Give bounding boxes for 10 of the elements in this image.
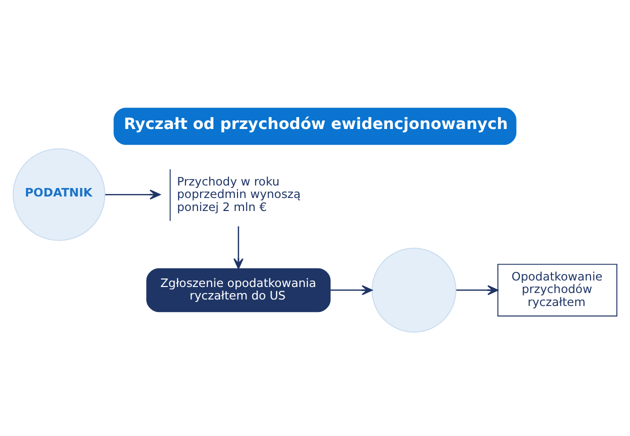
node-text: Przychody w roku poprzedmin wynoszą ponizej 2 mln € <box>177 174 301 214</box>
diagram-title: Ryczałt od przychodów ewidencjonowanych <box>124 115 508 134</box>
arrow <box>330 285 373 296</box>
arrow <box>456 285 498 296</box>
arrow <box>105 190 161 200</box>
node-circle <box>372 248 456 333</box>
node-circle: PODATNIK <box>12 148 106 241</box>
arrow <box>233 226 244 270</box>
node-box: Opodatkowanie przychodów ryczałtem <box>497 264 618 316</box>
node-box: Zgłoszenie opodatkowania ryczałtem do US <box>146 268 331 312</box>
